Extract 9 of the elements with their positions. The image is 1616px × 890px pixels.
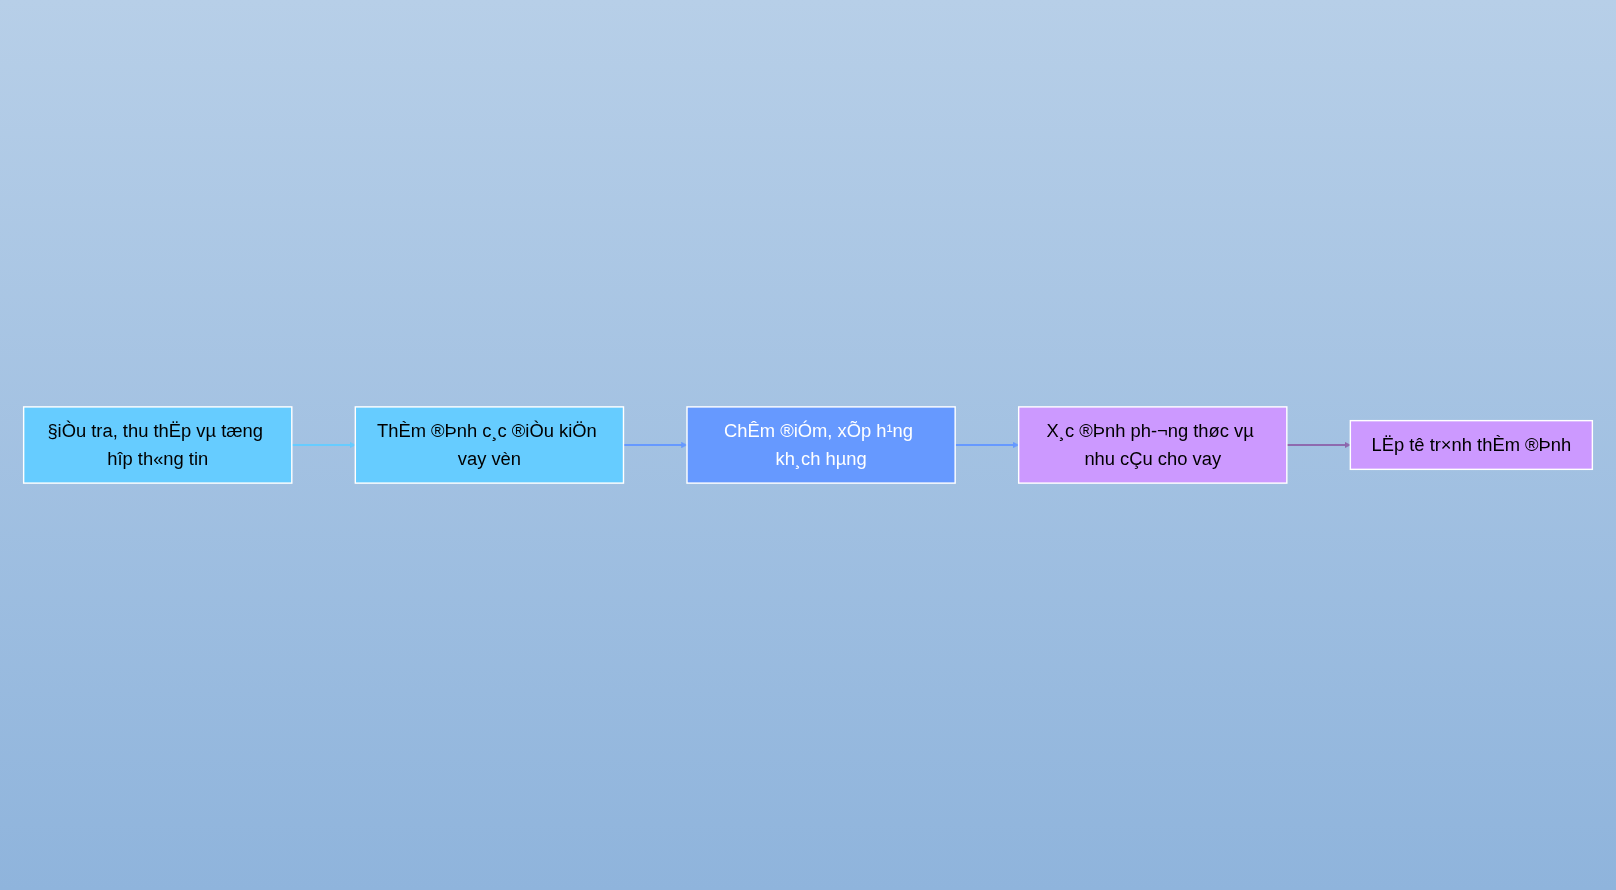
- node-box: §iÒu tra, thu thËp vµ tæng hîp th«ng tin: [22, 406, 293, 484]
- node-box: ChÊm ®iÓm, xÕp h¹ng kh¸ch hµng: [686, 406, 956, 484]
- arrow: [623, 441, 688, 449]
- node-box: LËp tê tr×nh thÈm ®Þnh: [1349, 419, 1594, 471]
- arrow: [955, 441, 1019, 449]
- arrow: [291, 441, 356, 449]
- node-box: X¸c ®Þnh ph-¬ng thøc vµ nhu cÇu cho vay: [1017, 406, 1288, 484]
- arrow: [1286, 441, 1351, 449]
- node-box: ThÈm ®Þnh c¸c ®iÒu kiÖn vay vèn: [354, 406, 625, 484]
